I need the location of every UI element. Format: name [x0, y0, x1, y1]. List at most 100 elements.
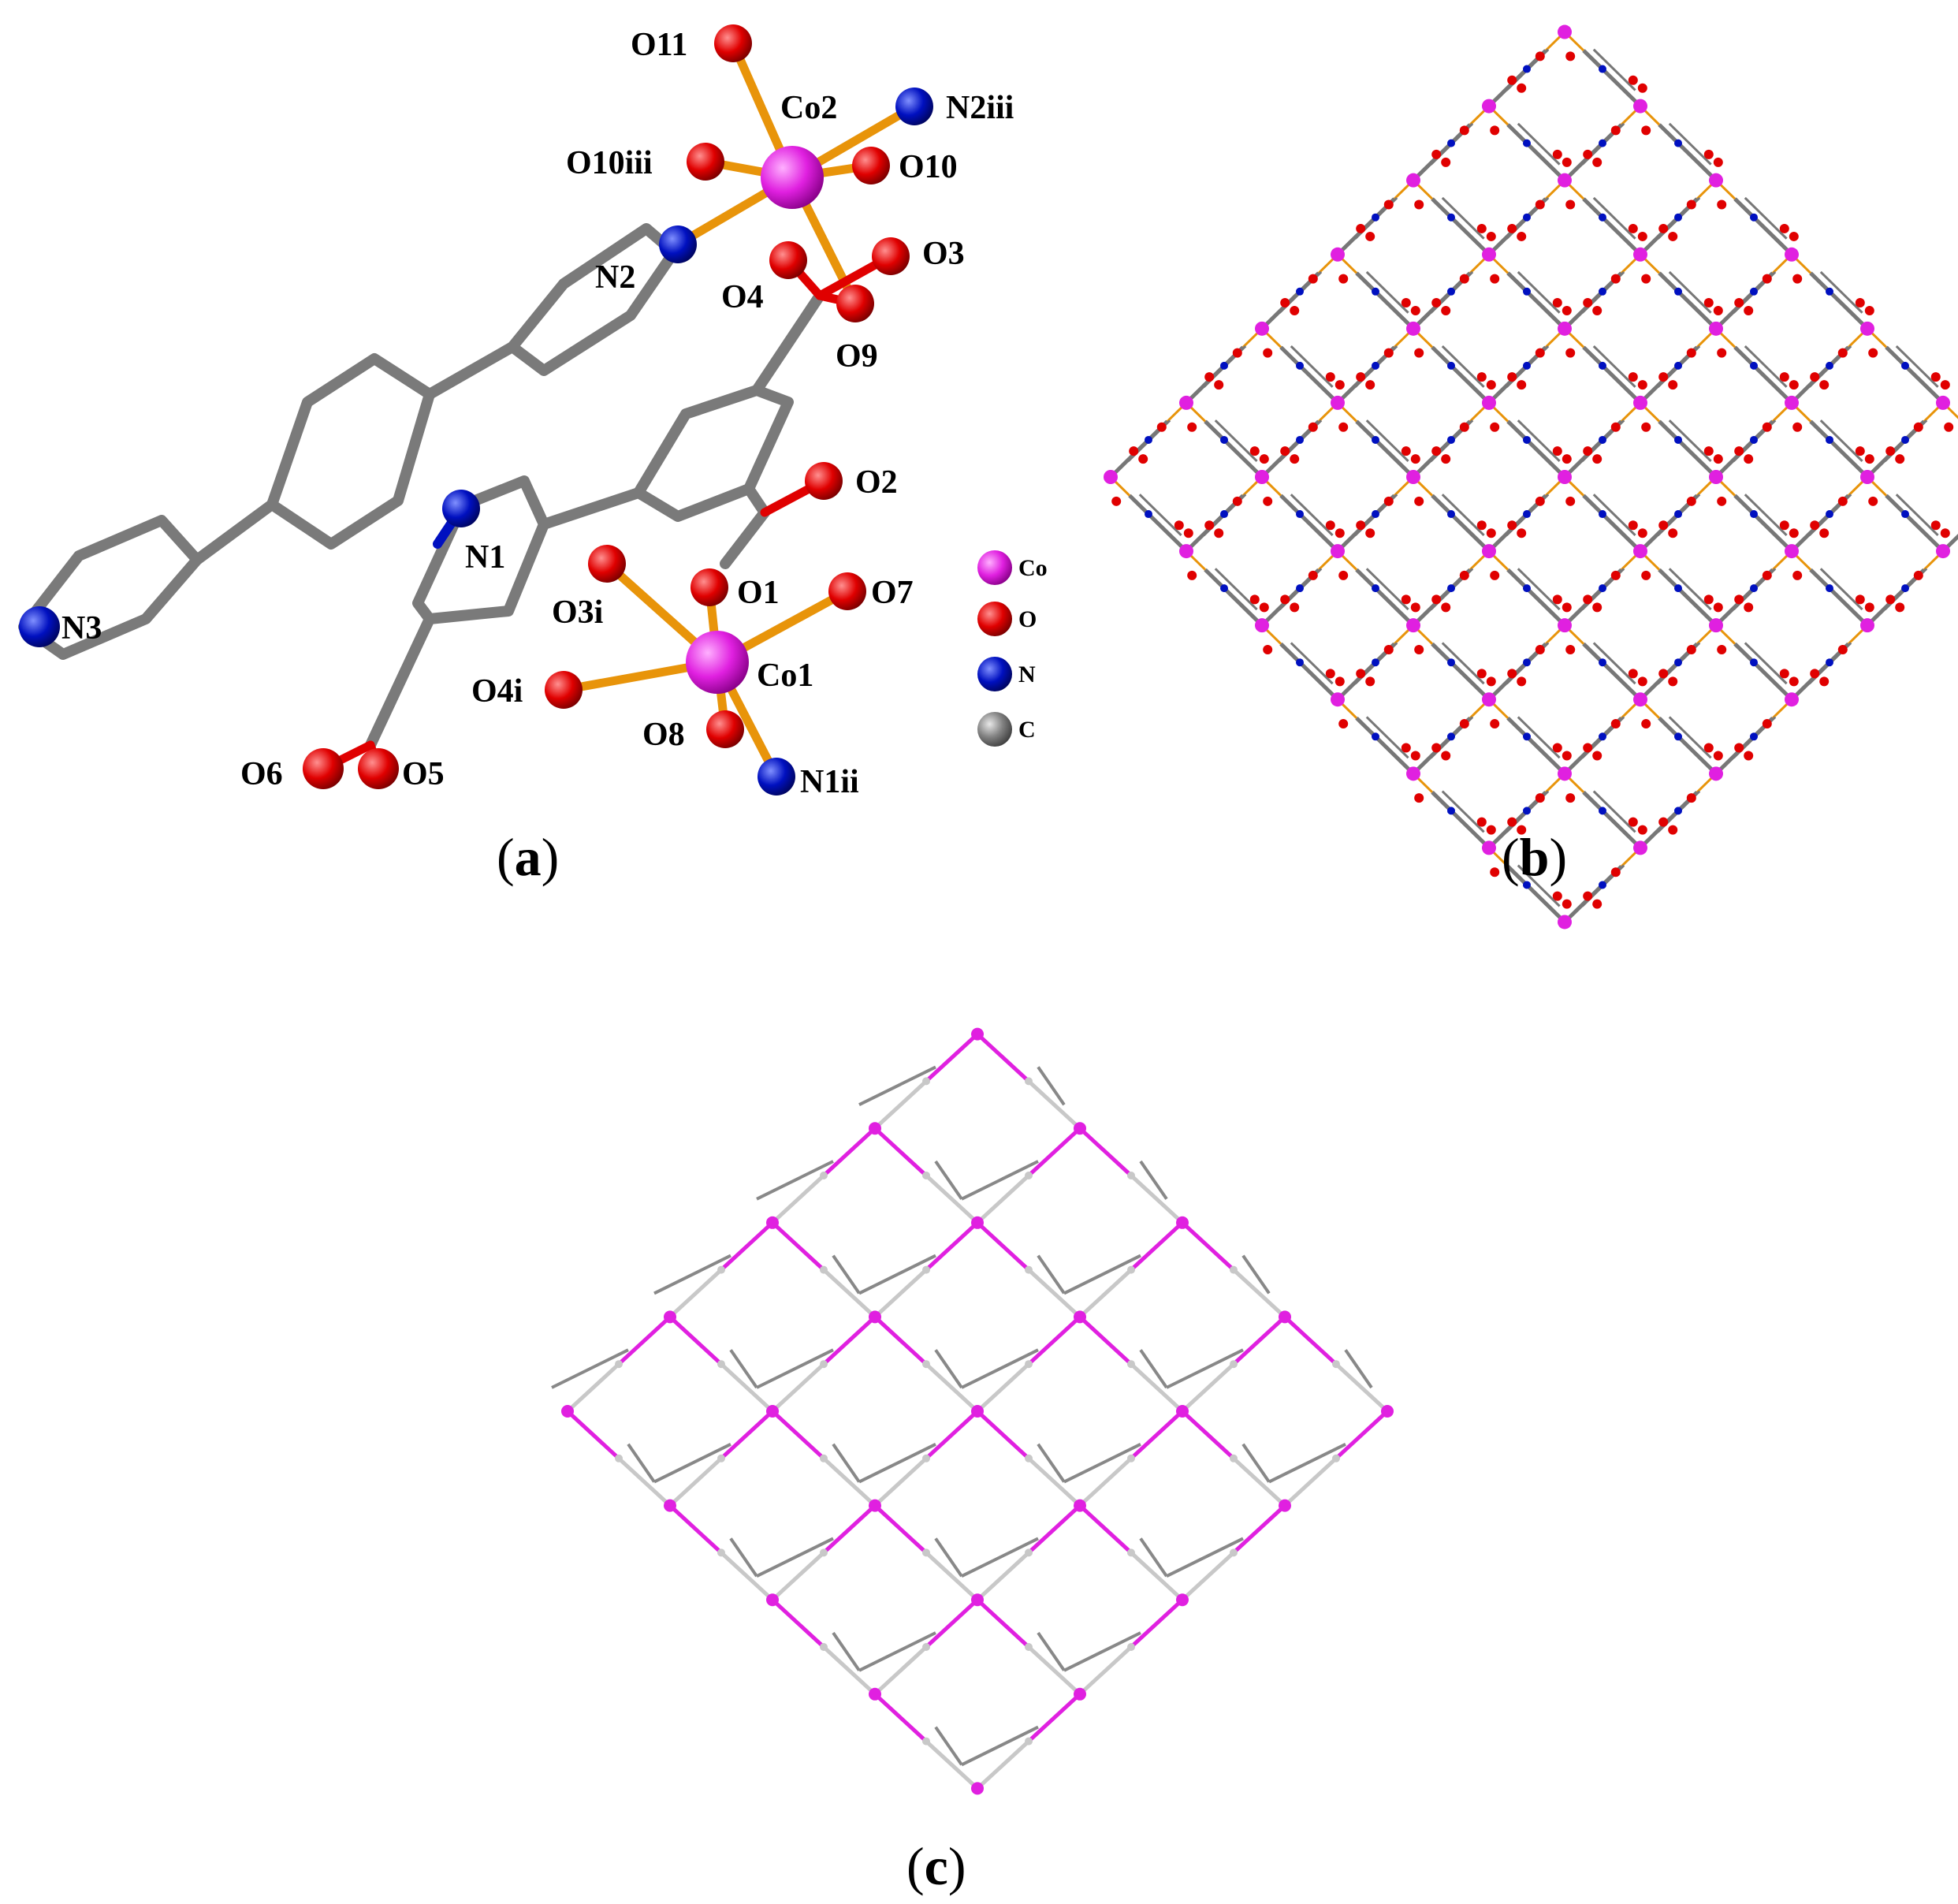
cobalt-node: [1074, 1310, 1086, 1324]
ligand-node: [1025, 1360, 1033, 1369]
cobalt-atom: [1406, 173, 1420, 188]
metal-connector: [1078, 1315, 1133, 1366]
oxygen-atom: [1562, 306, 1572, 316]
oxygen-atom: [1810, 520, 1820, 531]
oxygen-atom: [1837, 348, 1848, 358]
cobalt-atom: [1406, 470, 1420, 484]
ligand-linker: [1441, 196, 1485, 240]
oxygen-atom: [1641, 719, 1651, 729]
atom-label-o3i: O3i: [552, 594, 604, 631]
oxygen-atom: [1779, 520, 1789, 531]
oxygen-atom: [1338, 274, 1349, 284]
ligand-linker: [1658, 419, 1718, 479]
oxygen-atom: [1734, 446, 1744, 456]
cobalt-node: [664, 1499, 676, 1512]
ligand-connector: [858, 1631, 936, 1672]
oxygen-atom: [1703, 594, 1714, 605]
oxygen-atom: [1717, 348, 1727, 358]
ligand-connector: [832, 1631, 861, 1671]
nitrogen-atom: [1372, 510, 1379, 519]
oxygen-atom: [1885, 594, 1896, 605]
oxygen-atom: [1658, 520, 1669, 531]
ligand-connector: [653, 1443, 731, 1484]
nitrogen-atom: [1447, 510, 1455, 519]
metal-connector: [976, 1220, 1030, 1272]
oxygen-atom: [1944, 422, 1954, 432]
oxygen-atom: [1338, 422, 1349, 432]
oxygen-atom: [1565, 644, 1576, 654]
cobalt-atom: [1936, 544, 1950, 559]
cobalt-atom: [1255, 470, 1269, 484]
atom-label-n1: N1: [465, 539, 505, 576]
oxygen-atom: [1658, 223, 1669, 233]
nitrogen-atom: [1296, 435, 1304, 444]
cobalt-atom: [1558, 321, 1572, 336]
ligand-connector: [858, 1065, 936, 1106]
ligand-linker: [1744, 494, 1788, 537]
cobalt-node: [766, 1216, 779, 1229]
ligand-connector: [756, 1160, 834, 1201]
ligand-connector: [822, 1268, 877, 1319]
ligand-connector: [822, 1645, 877, 1696]
cobalt-node: [869, 1122, 881, 1135]
ligand-node: [1025, 1454, 1033, 1462]
ligand-connector: [617, 1456, 672, 1507]
atom-label-o4: O4: [721, 279, 764, 315]
oxygen-atom: [1868, 496, 1878, 506]
ligand-connector: [976, 1174, 1030, 1224]
ligand-linker: [1441, 642, 1485, 685]
oxygen-atom: [1562, 602, 1572, 613]
cobalt-node: [971, 1027, 984, 1041]
oxygen-atom: [1490, 570, 1500, 580]
nitrogen-atom: [1372, 287, 1379, 296]
ligand-node: [1127, 1548, 1135, 1557]
ligand-linker: [1582, 642, 1642, 702]
panel-label-c: (c): [906, 1836, 966, 1896]
atom-label-o3: O3: [922, 236, 965, 272]
oxygen-atom: [1717, 496, 1727, 506]
legend-swatch-n: [977, 657, 1012, 691]
oxygen-atom: [1565, 496, 1576, 506]
oxygen-atom: [1290, 602, 1300, 613]
ligand-node: [922, 1643, 930, 1651]
oxygen-atom: [1628, 372, 1638, 382]
cobalt-node: [1074, 1499, 1086, 1512]
oxygen-atom: [1535, 496, 1545, 506]
nitrogen-atom: [1523, 807, 1531, 815]
oxygen-atom: [1868, 348, 1878, 358]
ligand-connector: [720, 1362, 774, 1413]
oxygen-atom: [1365, 380, 1375, 390]
oxygen-atom: [1476, 372, 1487, 382]
cobalt-atom: [1633, 99, 1647, 114]
atom-label-o5: O5: [402, 756, 445, 792]
nitrogen-atom: [1447, 361, 1455, 370]
atom-label-o6: O6: [240, 756, 283, 792]
ligand-linker: [1431, 642, 1491, 702]
ligand-node: [1230, 1454, 1238, 1462]
oxygen-atom: [1441, 454, 1451, 464]
cobalt-atom: [1331, 692, 1345, 707]
oxygen-atom: [1562, 751, 1572, 761]
metal-connector: [1181, 1410, 1235, 1460]
nitrogen-atom: [1220, 510, 1228, 519]
oxygen-atom: [1280, 298, 1290, 308]
ligand-connector: [1241, 1443, 1271, 1483]
metal-connector: [1027, 1127, 1081, 1177]
oxygen-atom: [1819, 676, 1830, 687]
ligand-connector: [832, 1443, 861, 1483]
oxygen-atom: [1414, 644, 1424, 654]
oxygen-atom: [1334, 380, 1345, 390]
oxygen-atom: [1232, 496, 1242, 506]
legend-swatch-co: [977, 550, 1012, 585]
ligand-linker: [1733, 345, 1793, 404]
ligand-linker: [1204, 419, 1264, 479]
oxygen-atom: [1637, 380, 1647, 390]
cobalt-atom: [1558, 618, 1572, 633]
oxygen-atom: [1486, 231, 1496, 241]
ligand-node: [820, 1643, 828, 1651]
oxygen-atom: [1552, 149, 1562, 159]
ligand-connector: [1166, 1348, 1244, 1389]
oxygen-atom: [1779, 223, 1789, 233]
nitrogen-atom: [1826, 287, 1833, 296]
ligand-linker: [1668, 568, 1712, 611]
